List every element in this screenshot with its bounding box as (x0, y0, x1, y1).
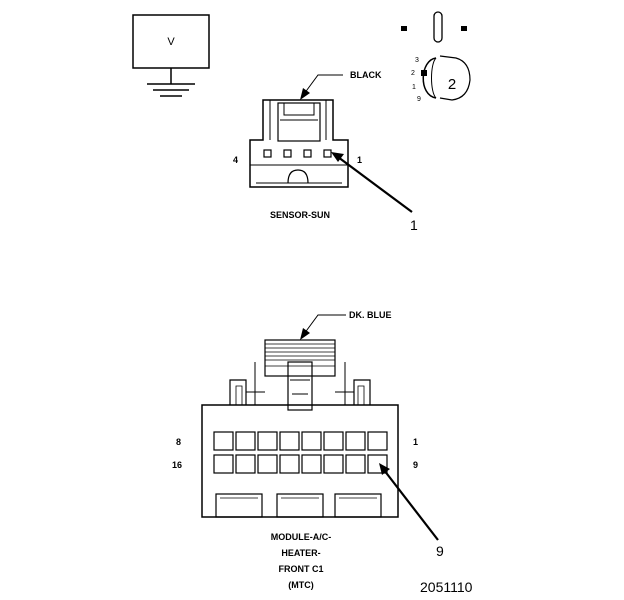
sensor-callout-number: 1 (410, 217, 418, 233)
sensor-pin-2 (303, 149, 312, 158)
module-row1-left-label: 8 (176, 437, 181, 447)
terminal-left-icon (401, 26, 407, 31)
sensor-pin-1 (323, 149, 332, 158)
module-row2-right-label: 9 (413, 460, 418, 470)
probe-legend: 3 2 1 9 2 (401, 11, 471, 103)
sensor-pin-left-label: 4 (233, 155, 238, 165)
module-row1-right-label: 1 (413, 437, 418, 447)
sensor-callout-arrow-icon (331, 152, 413, 213)
module-wire-arrow-icon (300, 314, 346, 340)
module-name-line-3: FRONT C1 (279, 564, 324, 574)
figure-id: 2051110 (420, 579, 473, 595)
module-name-line-2: HEATER- (281, 548, 320, 558)
module-pin-row-1 (213, 431, 388, 451)
module-pin-row-2 (213, 454, 388, 474)
sensor-pin-right-label: 1 (357, 155, 362, 165)
module-name-line-4: (MTC) (288, 580, 314, 590)
module-connector: DK. BLUE 8 1 16 9 MODULE-A/C- HEATER- FR… (172, 310, 444, 590)
sensor-connector-name: SENSOR-SUN (270, 210, 330, 220)
probe-tip-icon (433, 11, 443, 43)
legend-pin-9: 9 (417, 96, 421, 103)
sensor-pin-3 (283, 149, 292, 158)
sensor-wire-color: BLACK (350, 70, 382, 80)
legend-number: 2 (448, 76, 456, 93)
legend-pin-3: 3 (415, 57, 419, 64)
sensor-pin-4 (263, 149, 272, 158)
module-callout-number: 9 (436, 543, 444, 559)
module-name-line-1: MODULE-A/C- (271, 532, 332, 542)
sensor-wire-arrow-icon (300, 74, 343, 100)
voltmeter-symbol: V (167, 36, 175, 48)
module-wire-color: DK. BLUE (349, 310, 392, 320)
ground-icon (147, 83, 195, 97)
module-callout-arrow-icon (379, 463, 439, 541)
module-row2-left-label: 16 (172, 460, 182, 470)
voltmeter: V (132, 14, 210, 97)
legend-pin-1: 1 (412, 84, 416, 91)
sensor-connector: BLACK 4 1 SENSOR-SUN 1 (233, 70, 418, 233)
legend-pin-2: 2 (411, 70, 415, 77)
terminal-right-icon (461, 26, 467, 31)
probe-hook-icon (422, 57, 437, 99)
